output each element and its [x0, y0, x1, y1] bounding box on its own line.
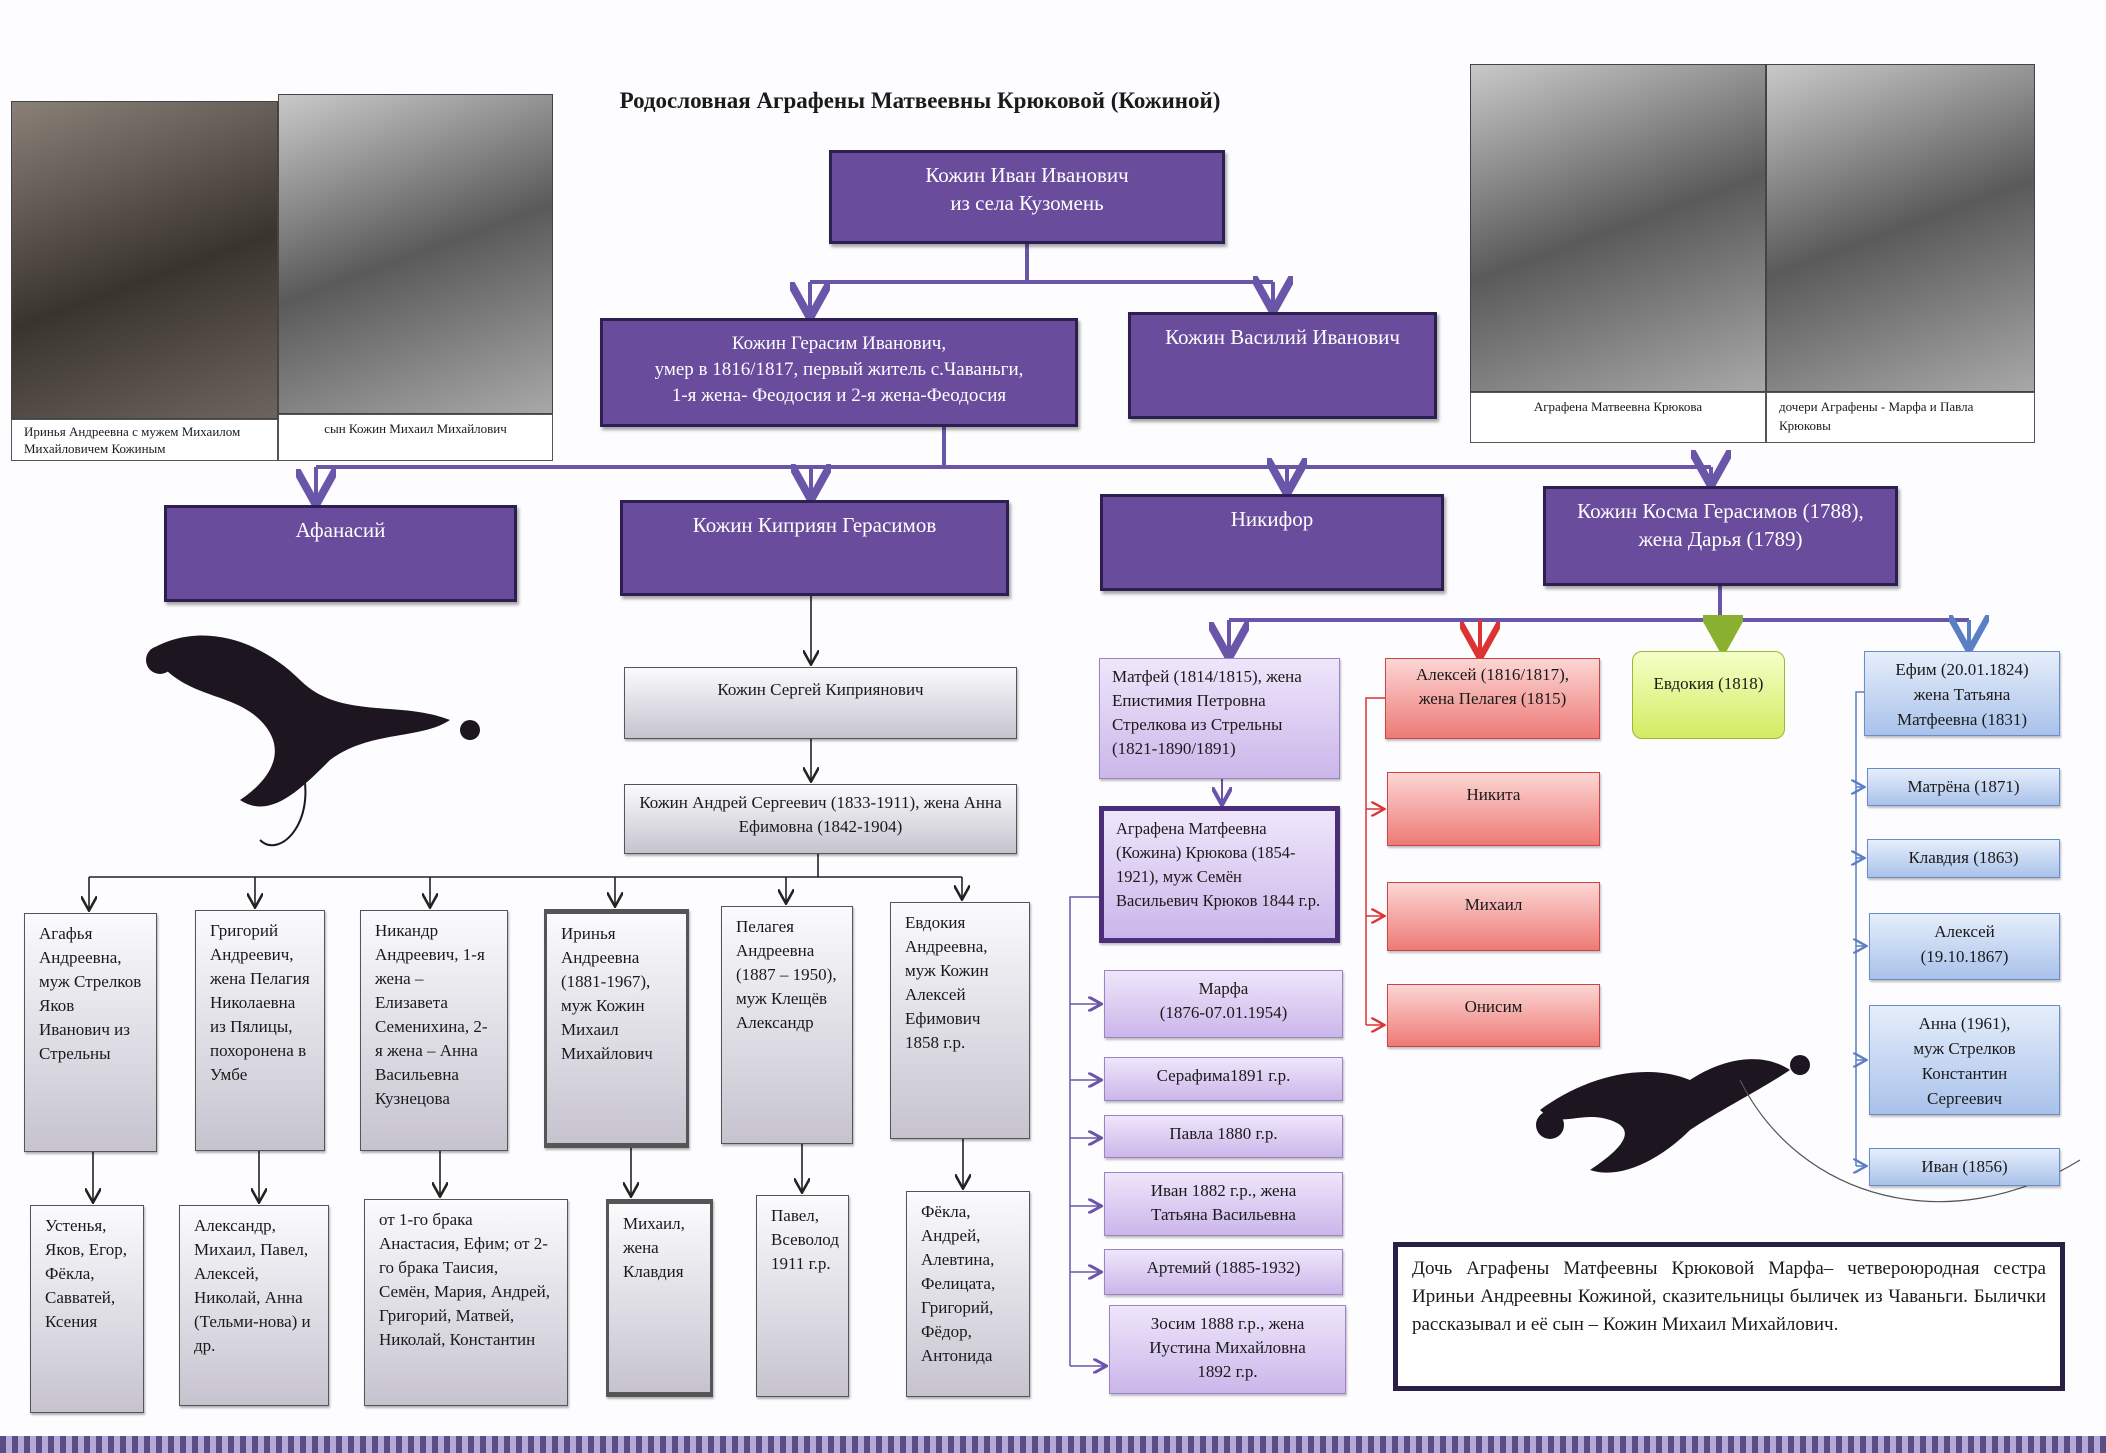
node-gerasim: Кожин Герасим Иванович, умер в 1816/1817…: [600, 318, 1078, 427]
node-nikandr: Никандр Андреевич, 1-я жена – Елизавета …: [360, 910, 508, 1151]
node-ivan-1856: Иван (1856): [1869, 1148, 2060, 1186]
node-klavdiya: Клавдия (1863): [1867, 839, 2060, 878]
node-grigoriy: Григорий Андреевич, жена Пелагия Николае…: [195, 910, 325, 1151]
node-agafya: Агафья Андреевна, муж Стрелков Яков Иван…: [24, 913, 157, 1152]
node-efim: Ефим (20.01.1824) жена Татьяна Матфеевна…: [1864, 651, 2060, 736]
node-matryona: Матрёна (1871): [1867, 768, 2060, 806]
node-afanasiy: Афанасий: [164, 505, 517, 602]
node-irinya: Иринья Андреевна (1881-1967), муж Кожин …: [544, 909, 689, 1148]
node-aleksey: Алексей (1816/1817), жена Пелагея (1815): [1385, 658, 1600, 739]
photo-agrafena: [1470, 64, 1766, 392]
node-kosma: Кожин Косма Герасимов (1788), жена Дарья…: [1543, 486, 1898, 586]
node-serafima: Серафима1891 г.р.: [1104, 1057, 1343, 1101]
photo-caption: Аграфена Матвеевна Крюкова: [1470, 392, 1766, 443]
node-marfa: Марфа (1876-07.01.1954): [1104, 970, 1343, 1038]
node-vasiliy: Кожин Василий Иванович: [1128, 312, 1437, 419]
node-kiprian: Кожин Киприян Герасимов: [620, 500, 1009, 596]
node-ivan: Кожин Иван Иванович из села Кузомень: [829, 150, 1225, 244]
node-artemiy: Артемий (1885-1932): [1104, 1249, 1343, 1295]
node-evdokiya-andreevna: Евдокия Андреевна, муж Кожин Алексей Ефи…: [890, 902, 1030, 1139]
photo-daughters: [1766, 64, 2035, 392]
page-title: Родословная Аграфены Матвеевны Крюковой …: [619, 88, 1221, 113]
ornament-left: [146, 635, 480, 807]
node-onisim: Онисим: [1387, 984, 1600, 1047]
node-matfey: Матфей (1814/1815), жена Епистимия Петро…: [1099, 658, 1340, 779]
ornament-right: [1536, 1055, 1810, 1173]
node-sergey: Кожин Сергей Киприянович: [624, 667, 1017, 739]
note-box: Дочь Аграфены Матфеевны Крюковой Марфа– …: [1393, 1242, 2065, 1391]
node-aleksey-1867: Алексей (19.10.1867): [1869, 913, 2060, 980]
node-grandchildren-nikandr: от 1-го брака Анастасия, Ефим; от 2-го б…: [364, 1199, 568, 1406]
photo-irinya-with-husband: [11, 101, 278, 419]
node-nikita: Никита: [1387, 772, 1600, 846]
node-mikhail: Михаил: [1387, 882, 1600, 951]
node-agrafena: Аграфена Матфеевна (Кожина) Крюкова (185…: [1099, 806, 1340, 943]
node-grandchildren-evdokiya: Фёкла, Андрей, Алевтина, Фелицата, Григо…: [906, 1191, 1030, 1397]
node-ivan-1882: Иван 1882 г.р., жена Татьяна Васильевна: [1104, 1172, 1343, 1236]
photo-son-mikhail: [278, 94, 553, 414]
node-andrey: Кожин Андрей Сергеевич (1833-1911), жена…: [624, 784, 1017, 854]
node-nikifor: Никифор: [1100, 494, 1444, 591]
photo-caption: сын Кожин Михаил Михайлович: [278, 414, 553, 461]
node-pavla: Павла 1880 г.р.: [1104, 1115, 1343, 1158]
node-grandchildren-pelageya: Павел, Всеволод 1911 г.р.: [756, 1195, 849, 1397]
node-zosim: Зосим 1888 г.р., жена Иустина Михайловна…: [1109, 1305, 1346, 1394]
decorative-border: [0, 1436, 2106, 1453]
photo-caption: Иринья Андреевна с мужем Михаилом Михайл…: [11, 419, 278, 461]
node-anna: Анна (1961), муж Стрелков Константин Сер…: [1869, 1005, 2060, 1115]
node-grandchildren-irinya: Михаил, жена Клавдия: [606, 1199, 713, 1397]
node-grandchildren-agafya: Устенья, Яков, Егор, Фёкла, Савватей, Кс…: [30, 1205, 144, 1413]
photo-caption: дочери Аграфены - Марфа и Павла Крюковы: [1766, 392, 2035, 443]
node-grandchildren-grigoriy: Александр, Михаил, Павел, Алексей, Никол…: [179, 1205, 329, 1406]
node-pelageya: Пелагея Андреевна (1887 – 1950), муж Кле…: [721, 906, 853, 1144]
node-evdokiya: Евдокия (1818): [1632, 651, 1785, 739]
